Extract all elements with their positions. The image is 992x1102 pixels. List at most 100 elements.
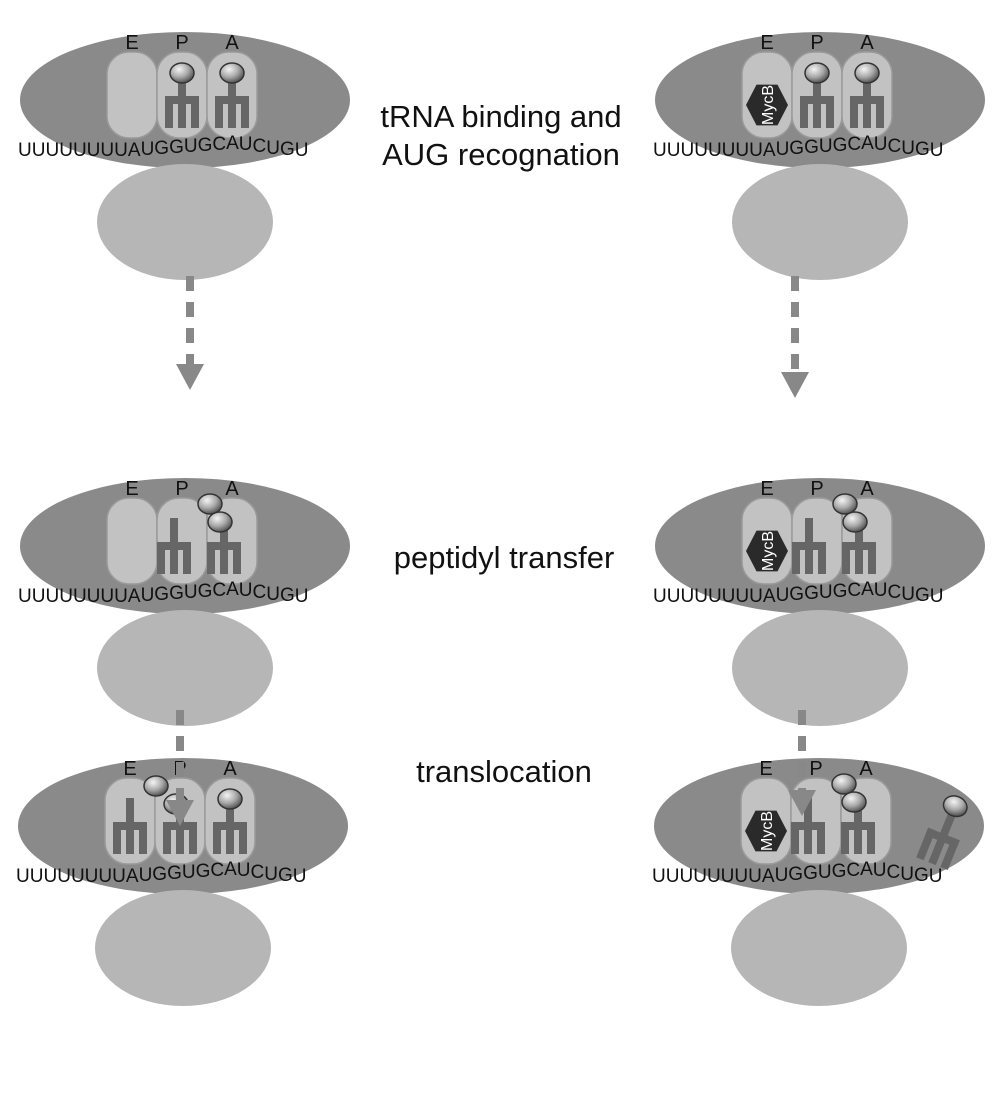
step-2-label: peptidyl transfer	[366, 539, 642, 577]
rejected-trna-body	[916, 810, 960, 871]
small-subunit	[732, 164, 908, 280]
mrna-base: U	[239, 134, 253, 155]
mrna-base: U	[43, 866, 57, 887]
mrna-base: C	[847, 134, 861, 155]
mrna-base: U	[139, 865, 153, 886]
mrna-base: G	[789, 584, 804, 605]
arrow-head	[166, 800, 194, 826]
mrna-base: C	[253, 136, 267, 157]
peptide-ball-2	[207, 511, 233, 533]
mrna-base: U	[653, 586, 667, 607]
mrna-base: G	[832, 861, 847, 882]
trna-right-arm	[191, 96, 199, 128]
mrna-base: G	[833, 581, 848, 602]
trna-a-site	[842, 518, 876, 574]
mrna-base: G	[198, 581, 213, 602]
mrna-base: C	[887, 862, 901, 883]
trna-left-arm	[207, 542, 215, 574]
mrna-base: U	[59, 140, 73, 161]
trna-crossbar	[800, 96, 834, 104]
arrow-dash	[791, 354, 799, 369]
trna-p-site	[792, 518, 826, 574]
peptide-ball-2	[842, 511, 868, 533]
trna-crossbar	[165, 96, 199, 104]
mrna-base: U	[239, 580, 253, 601]
trna-a-site	[215, 72, 249, 128]
trna-crossbar	[157, 542, 191, 550]
trna-right-arm	[139, 822, 147, 854]
arrow-dash	[791, 328, 799, 343]
peptide-ball-1	[831, 773, 857, 795]
amino-acid-a	[854, 62, 880, 84]
site-letter-p: P	[175, 478, 188, 500]
peptide-ball-1	[832, 493, 858, 515]
site-letter-a: A	[860, 32, 874, 54]
mycb-inhibitor: MycB	[746, 530, 788, 572]
mrna-base: G	[915, 139, 930, 160]
peptide-ball-2	[841, 791, 867, 813]
arrow-dash	[176, 788, 184, 803]
mrna-base: U	[184, 582, 198, 603]
site-letter-p: P	[175, 32, 188, 54]
trna-right-arm	[868, 542, 876, 574]
mycb-inhibitor: MycB	[745, 810, 787, 852]
mrna-sequence: UUUUUUUUAUGGUGCAUCUGU	[653, 133, 944, 161]
arrow-left-1	[176, 276, 204, 390]
mrna-base: G	[169, 583, 184, 604]
mrna-base: G	[280, 585, 295, 606]
mrna-base: U	[694, 586, 708, 607]
amino-acid-a	[217, 788, 243, 810]
mrna-base: G	[278, 865, 293, 886]
mrna-base: U	[100, 586, 114, 607]
mrna-sequence: UUUUUUUUAUGGUGCAUCUGU	[16, 859, 307, 887]
step-2-label-line-1: peptidyl transfer	[393, 540, 615, 575]
mrna-base: A	[226, 579, 239, 600]
trna-p-site	[791, 798, 825, 854]
mrna-base: A	[128, 140, 141, 161]
trna-right-arm	[818, 542, 826, 574]
mrna-base: G	[803, 863, 818, 884]
mrna-base: U	[873, 860, 887, 881]
mrna-base: U	[237, 860, 251, 881]
mrna-base: U	[182, 862, 196, 883]
site-letter-e: E	[125, 478, 138, 500]
mrna-base: U	[708, 140, 722, 161]
mrna-sequence: UUUUUUUUAUGGUGCAUCUGU	[653, 579, 944, 607]
mrna-base: A	[861, 579, 874, 600]
trna-a-site	[207, 518, 241, 574]
mrna-base: A	[224, 859, 237, 880]
site-letter-e: E	[125, 32, 138, 54]
trna-a-site	[213, 798, 247, 854]
mrna-base: U	[819, 136, 833, 157]
trna-crossbar	[213, 822, 247, 830]
mrna-base: U	[693, 866, 707, 887]
trna-right-arm	[940, 837, 960, 871]
mrna-base: G	[154, 138, 169, 159]
mrna-base: U	[901, 138, 915, 159]
amino-acid-p	[804, 62, 830, 84]
mrna-base: G	[167, 863, 182, 884]
mrna-base: U	[653, 140, 667, 161]
small-subunit	[95, 890, 271, 1006]
step-1-label-line-2: AUG recognation	[382, 137, 620, 172]
peptide-ball-1	[143, 775, 169, 797]
mrna-base: U	[776, 585, 790, 606]
trna-left-arm	[842, 542, 850, 574]
trna-left-arm	[792, 542, 800, 574]
trna-left-arm	[916, 827, 936, 861]
trna-right-arm	[183, 542, 191, 574]
mycb-hexagon	[746, 530, 788, 572]
mrna-base: G	[152, 864, 167, 885]
trna-crossbar	[841, 822, 875, 830]
mrna-base: U	[694, 140, 708, 161]
mrna-base: U	[57, 866, 71, 887]
mrna-base: C	[253, 582, 267, 603]
mrna-base: U	[734, 866, 748, 887]
mycb-label: MycB	[760, 85, 777, 125]
mrna-base: U	[87, 586, 101, 607]
trna-left-arm	[850, 96, 858, 128]
arrow-right-4-mycb	[788, 710, 816, 816]
mrna-base: U	[667, 140, 681, 161]
trna-right-arm	[233, 542, 241, 574]
